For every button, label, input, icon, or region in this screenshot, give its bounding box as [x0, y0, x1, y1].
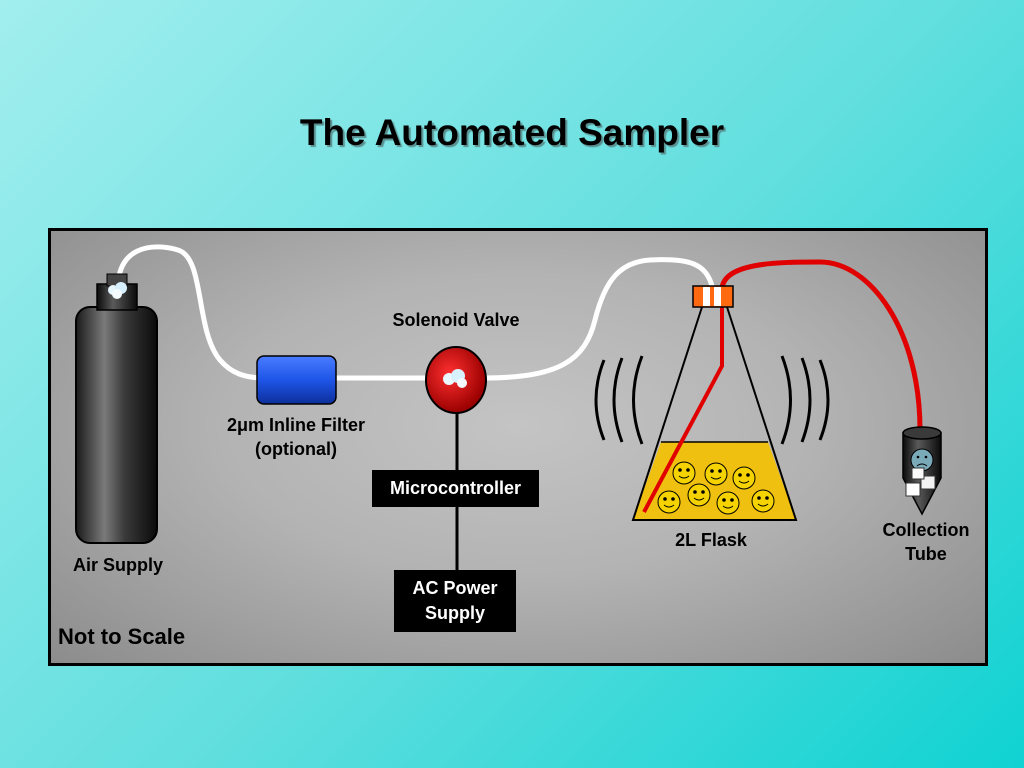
power-supply-label-line1: AC Power: [412, 578, 498, 598]
air-tubing: [115, 244, 261, 381]
air-icon: [443, 369, 467, 388]
page-title: The Automated Sampler: [299, 112, 725, 153]
microcontroller-box: Microcontroller: [372, 470, 539, 507]
collection-label-line1: Collection: [882, 520, 970, 540]
shaking-lines-left: [594, 355, 644, 445]
filter-label-line2: (optional): [255, 439, 337, 459]
power-supply-label-line2: Supply: [424, 603, 485, 623]
air-cylinder: [75, 273, 158, 544]
valve-flask-tubing: [483, 257, 715, 381]
cell-icon: [657, 461, 775, 515]
collection-label-line2: Tube: [905, 544, 947, 564]
not-to-scale-label: Not to Scale: [58, 624, 186, 649]
ice-cube-icon: [905, 467, 936, 497]
filter-label-line1: 2μm Inline Filter: [226, 415, 366, 435]
shaking-lines-right: [780, 355, 830, 445]
flask-outline: [631, 306, 798, 521]
solenoid-valve-label: Solenoid Valve: [392, 310, 520, 330]
sample-line: [642, 300, 724, 513]
air-supply-label: Air Supply: [72, 555, 163, 575]
air-icon: [108, 282, 127, 299]
microcontroller-label: Microcontroller: [389, 478, 522, 498]
inline-filter: [256, 355, 337, 405]
cell-faces: [663, 468, 769, 509]
diagram-panel: [48, 228, 988, 666]
sad-face-icon: [910, 448, 934, 472]
flask-stopper: [692, 285, 734, 308]
power-supply-box: AC Power Supply: [394, 570, 516, 632]
sample-line-to-tube: [719, 259, 923, 431]
flask-label: 2L Flask: [675, 530, 747, 550]
